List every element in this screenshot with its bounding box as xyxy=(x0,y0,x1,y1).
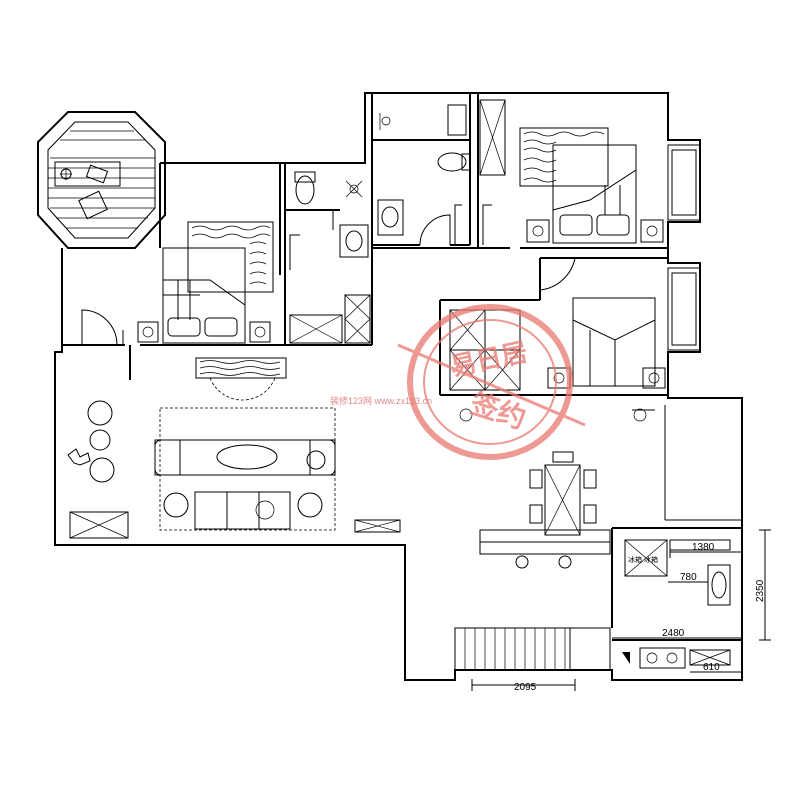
dim-2095: 2095 xyxy=(514,682,537,693)
tv-cabinet-hatch xyxy=(199,360,281,376)
watermark-url: 装修123网 www.zx123.cn xyxy=(330,395,432,406)
dim-2480: 2480 xyxy=(662,628,685,639)
dim-780: 780 xyxy=(680,572,697,583)
appliance-label: 冰箱 冰箱 xyxy=(628,555,658,564)
site-watermark: 装修123网 www.zx123.cn xyxy=(330,395,432,406)
living-room xyxy=(67,345,401,539)
dim-2350: 2350 xyxy=(755,579,766,602)
dimension-lines xyxy=(471,529,771,691)
stamp-text-top: 易日居 xyxy=(448,337,531,383)
study-bay-window xyxy=(37,111,166,260)
rug-pattern-2 xyxy=(523,131,605,183)
dimension-labels: 1380 780 2480 2095 610 2350 xyxy=(514,542,766,693)
left-bedroom xyxy=(62,163,285,346)
exterior-walls xyxy=(54,92,743,681)
staircase xyxy=(454,627,611,671)
red-stamp-seal: 易日居 签约 xyxy=(397,304,586,460)
wood-floor-hatch xyxy=(48,130,155,229)
kitchen: 冰箱 冰箱 xyxy=(611,527,742,669)
dim-610: 610 xyxy=(703,662,720,673)
left-bathroom xyxy=(284,163,373,346)
dim-1380: 1380 xyxy=(692,542,715,553)
dining-area xyxy=(459,405,742,569)
rug-pattern xyxy=(191,225,271,285)
center-bathroom xyxy=(371,93,510,249)
master-bedroom xyxy=(477,93,701,249)
